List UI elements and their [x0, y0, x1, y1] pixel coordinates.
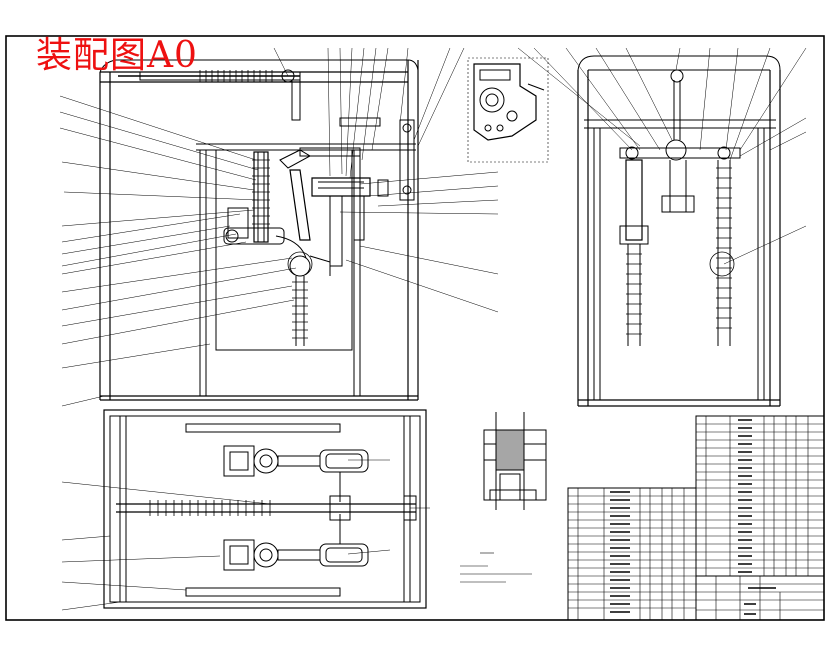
section-detail	[483, 412, 547, 510]
front-view-leaders	[59, 47, 499, 407]
drawing-title: 装配图A0	[36, 35, 198, 76]
front-view	[99, 59, 419, 401]
technical-notes	[460, 552, 532, 583]
side-view-leaders	[517, 47, 807, 265]
title-block	[695, 575, 825, 621]
top-view	[103, 409, 427, 609]
side-view	[577, 55, 781, 407]
sheet-border	[5, 35, 825, 621]
detail-view-top	[467, 57, 549, 163]
top-view-leaders	[61, 459, 430, 611]
parts-list-left	[567, 487, 697, 621]
table-glyphs	[610, 419, 776, 615]
